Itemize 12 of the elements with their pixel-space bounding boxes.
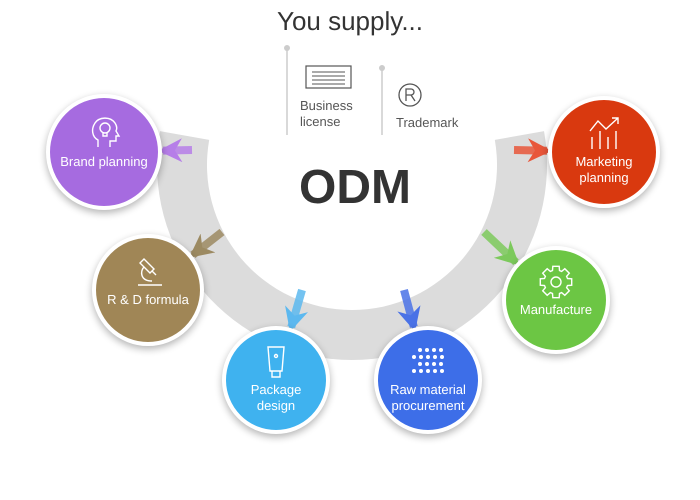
step-label: Raw material procurement xyxy=(389,382,467,414)
step-label: Marketing planning xyxy=(574,154,634,186)
step-label: Brand planning xyxy=(59,154,149,170)
step-label: Package design xyxy=(250,382,302,414)
title: You supply... xyxy=(276,6,424,37)
label-text: Business license xyxy=(300,98,354,130)
arrow xyxy=(189,228,224,258)
step-label: R & D formula xyxy=(106,292,190,308)
step-label: Manufacture xyxy=(518,302,594,318)
center-title: ODM xyxy=(298,160,412,216)
label-text: Trademark xyxy=(396,115,460,132)
arrow xyxy=(481,229,520,266)
